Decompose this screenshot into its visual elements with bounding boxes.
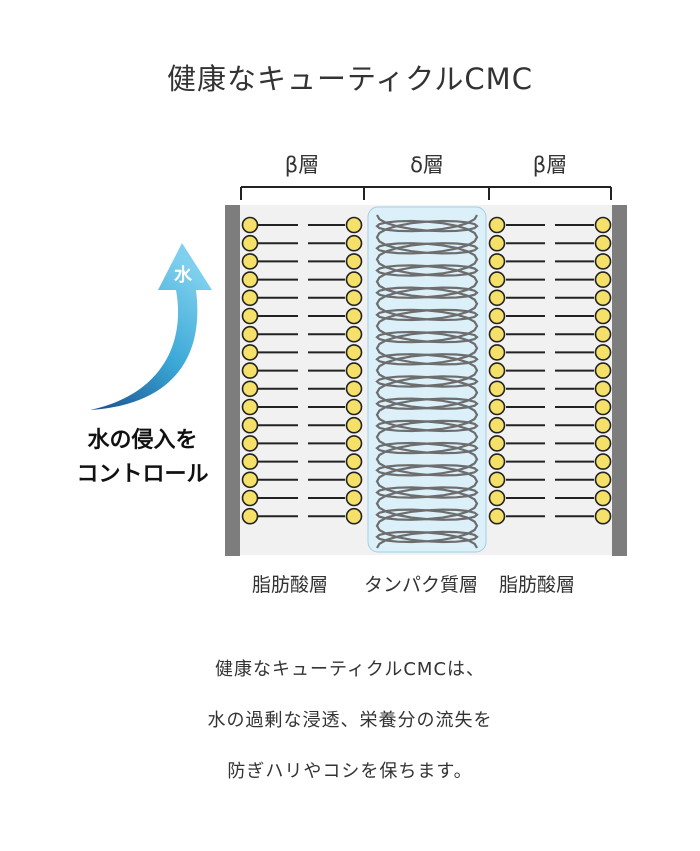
water-control-caption: 水の侵入を コントロール [50,424,235,492]
lipid-head [596,491,611,506]
lipid-head [347,418,362,433]
lipid-head [347,400,362,415]
lipid-head [347,254,362,269]
lipid-head [347,236,362,251]
lipid-head [347,509,362,524]
lipid-head [490,345,505,360]
lipid-head [347,491,362,506]
lipid-head [596,218,611,233]
lipid-head [243,290,258,305]
lipid-head [490,218,505,233]
lipid-head [596,418,611,433]
protein-layer [368,207,486,552]
label-fatty-acid-left: 脂肪酸層 [252,570,328,597]
lipid-head [347,363,362,378]
lipid-head [243,436,258,451]
lipid-head [490,509,505,524]
description-line-3: 防ぎハリやコシを保ちます。 [0,757,700,783]
lipid-head [490,309,505,324]
caption-line-2: コントロール [50,458,235,492]
lipid-head [490,236,505,251]
lipid-head [243,454,258,469]
lipid-head [243,327,258,342]
label-beta-left: β層 [285,153,319,177]
description-line-1: 健康なキューティクルCMCは、 [0,655,700,681]
lipid-head [490,436,505,451]
lipid-head [596,254,611,269]
water-arrow-badge: 水 [174,264,193,286]
lipid-head [596,363,611,378]
lipid-head [243,309,258,324]
lipid-head [596,272,611,287]
lipid-head [347,272,362,287]
lipid-head [596,436,611,451]
lipid-head [347,436,362,451]
lipid-head [243,236,258,251]
lipid-head [490,254,505,269]
lipid-head [490,327,505,342]
lipid-head [347,381,362,396]
lipid-head [347,309,362,324]
water-arrow: 水 [90,243,212,410]
water-arrow-body [90,243,212,410]
lipid-head [243,400,258,415]
lipid-head [243,363,258,378]
lipid-head [596,345,611,360]
lipid-head [243,254,258,269]
label-protein: タンパク質層 [364,570,478,597]
lipid-head [243,491,258,506]
lipid-head [243,272,258,287]
label-beta-right: β層 [533,153,567,177]
wall-right [612,205,627,556]
lipid-head [596,381,611,396]
lipid-head [243,381,258,396]
lipid-head [596,236,611,251]
lipid-head [596,290,611,305]
lipid-head [347,290,362,305]
lipid-head [596,509,611,524]
lipid-head [490,272,505,287]
lipid-head [596,400,611,415]
lipid-head [347,218,362,233]
description-line-2: 水の過剰な浸透、栄養分の流失を [0,706,700,732]
lipid-head [243,345,258,360]
lipid-head [596,309,611,324]
lipid-head [596,327,611,342]
lipid-head [243,418,258,433]
layer-bracket [241,187,611,200]
lipid-head [243,218,258,233]
lipid-head [490,418,505,433]
lipid-head [490,472,505,487]
lipid-head [490,381,505,396]
label-fatty-acid-right: 脂肪酸層 [499,570,575,597]
wall-left [225,205,240,556]
lipid-head [347,454,362,469]
lipid-head [490,491,505,506]
lipid-head [490,290,505,305]
lipid-head [243,472,258,487]
caption-line-1: 水の侵入を [50,424,235,458]
lipid-head [596,454,611,469]
lipid-head [347,472,362,487]
lipid-head [347,345,362,360]
lipid-head [243,509,258,524]
lipid-head [490,363,505,378]
lipid-head [490,400,505,415]
label-delta: δ層 [410,153,444,177]
lipid-head [490,454,505,469]
lipid-head [596,472,611,487]
lipid-head [347,327,362,342]
